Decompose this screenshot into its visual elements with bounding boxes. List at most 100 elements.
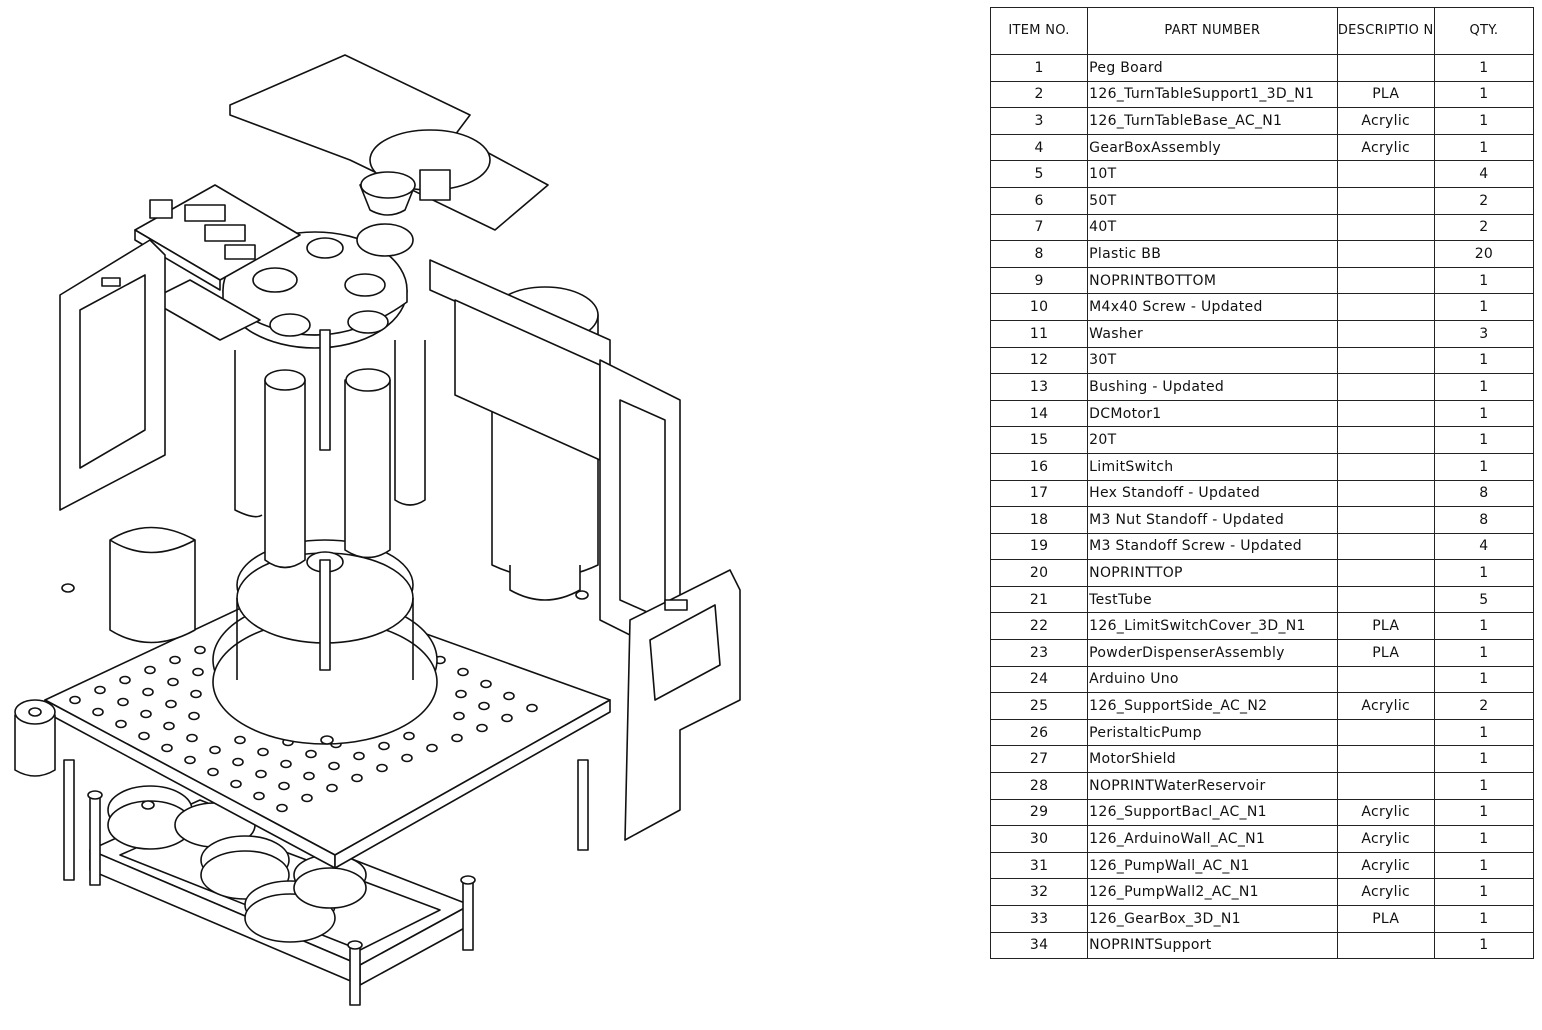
cell-description <box>1336 506 1435 534</box>
cell-part-number: PeristalticPump <box>1087 718 1338 747</box>
cell-part-number: NOPRINTTOP <box>1087 559 1338 587</box>
cell-qty: 1 <box>1433 426 1535 454</box>
cell-qty: 1 <box>1433 639 1535 667</box>
cell-part-number: 20T <box>1087 426 1338 454</box>
cell-part-number: Plastic BB <box>1087 240 1338 268</box>
peg-hole <box>194 645 206 655</box>
cell-item-no: 27 <box>989 745 1089 774</box>
peg-hole <box>457 667 469 677</box>
cell-description <box>1336 319 1435 348</box>
peg-hole <box>117 697 129 707</box>
cell-item-no: 18 <box>989 506 1089 534</box>
cell-qty: 1 <box>1433 665 1535 694</box>
cell-qty: 1 <box>1433 931 1535 960</box>
peg-hole <box>167 677 179 687</box>
cell-description: Acrylic <box>1336 692 1435 720</box>
header-part-number: PART NUMBER <box>1087 7 1338 55</box>
cell-description <box>1336 426 1435 454</box>
cell-part-number: Bushing - Updated <box>1087 373 1338 401</box>
cell-qty: 1 <box>1433 54 1535 82</box>
peg-hole <box>234 735 246 745</box>
peg-hole <box>207 767 219 777</box>
cell-qty: 2 <box>1433 213 1535 242</box>
cell-description <box>1336 399 1435 428</box>
peg-hole <box>230 779 242 789</box>
cell-qty: 1 <box>1433 133 1535 162</box>
cell-description <box>1336 293 1435 321</box>
cell-qty: 1 <box>1433 772 1535 800</box>
loose-hardware <box>61 583 589 745</box>
cell-part-number: Hex Standoff - Updated <box>1087 479 1338 508</box>
cell-description: PLA <box>1336 905 1435 933</box>
cell-description: Acrylic <box>1336 107 1435 135</box>
support-wall-left <box>59 239 166 511</box>
cell-item-no: 29 <box>989 798 1089 827</box>
cell-qty: 1 <box>1433 346 1535 375</box>
cell-qty: 2 <box>1433 692 1535 720</box>
cell-qty: 1 <box>1433 851 1535 880</box>
cell-item-no: 10 <box>989 293 1089 321</box>
turntable-base <box>212 539 438 745</box>
cell-qty: 1 <box>1433 718 1535 747</box>
cell-item-no: 23 <box>989 639 1089 667</box>
peg-hole <box>278 781 290 791</box>
peg-hole <box>353 751 365 761</box>
cell-item-no: 19 <box>989 532 1089 561</box>
peg-hole <box>192 667 204 677</box>
cell-part-number: DCMotor1 <box>1087 399 1338 428</box>
cell-qty: 1 <box>1433 266 1535 295</box>
peg-hole <box>165 699 177 709</box>
peg-hole <box>184 755 196 765</box>
cell-description <box>1336 718 1435 747</box>
cell-item-no: 11 <box>989 319 1089 348</box>
cell-item-no: 2 <box>989 80 1089 109</box>
gear-train <box>107 785 367 943</box>
cell-part-number: 126_TurnTableBase_AC_N1 <box>1087 107 1338 135</box>
peg-hole <box>526 703 538 713</box>
peg-hole <box>92 707 104 717</box>
cell-qty: 1 <box>1433 798 1535 827</box>
cell-description <box>1336 559 1435 587</box>
cell-description <box>1336 745 1435 774</box>
header-qty: QTY. <box>1433 7 1535 55</box>
cell-qty: 1 <box>1433 905 1535 933</box>
cell-part-number: 50T <box>1087 186 1338 215</box>
arduino-board <box>134 184 301 341</box>
peg-hole <box>253 791 265 801</box>
peg-hole <box>144 665 156 675</box>
peg-hole <box>209 745 221 755</box>
test-tubes <box>234 340 426 569</box>
cell-part-number: 30T <box>1087 346 1338 375</box>
peg-hole <box>232 757 244 767</box>
cell-qty: 3 <box>1433 319 1535 348</box>
peg-hole <box>401 753 413 763</box>
peg-hole <box>426 743 438 753</box>
cell-item-no: 22 <box>989 612 1089 641</box>
cell-item-no: 24 <box>989 665 1089 694</box>
peg-hole <box>376 763 388 773</box>
exploded-assembly-drawing <box>14 54 741 1006</box>
powder-dispenser <box>356 169 451 257</box>
cell-description <box>1336 266 1435 295</box>
cell-part-number: NOPRINTBOTTOM <box>1087 266 1338 295</box>
cell-item-no: 12 <box>989 346 1089 375</box>
cell-part-number: NOPRINTWaterReservoir <box>1087 772 1338 800</box>
cell-part-number: 126_TurnTableSupport1_3D_N1 <box>1087 80 1338 109</box>
cell-description: PLA <box>1336 612 1435 641</box>
cell-qty: 4 <box>1433 532 1535 561</box>
peg-hole <box>403 731 415 741</box>
cell-description: Acrylic <box>1336 133 1435 162</box>
cell-item-no: 33 <box>989 905 1089 933</box>
